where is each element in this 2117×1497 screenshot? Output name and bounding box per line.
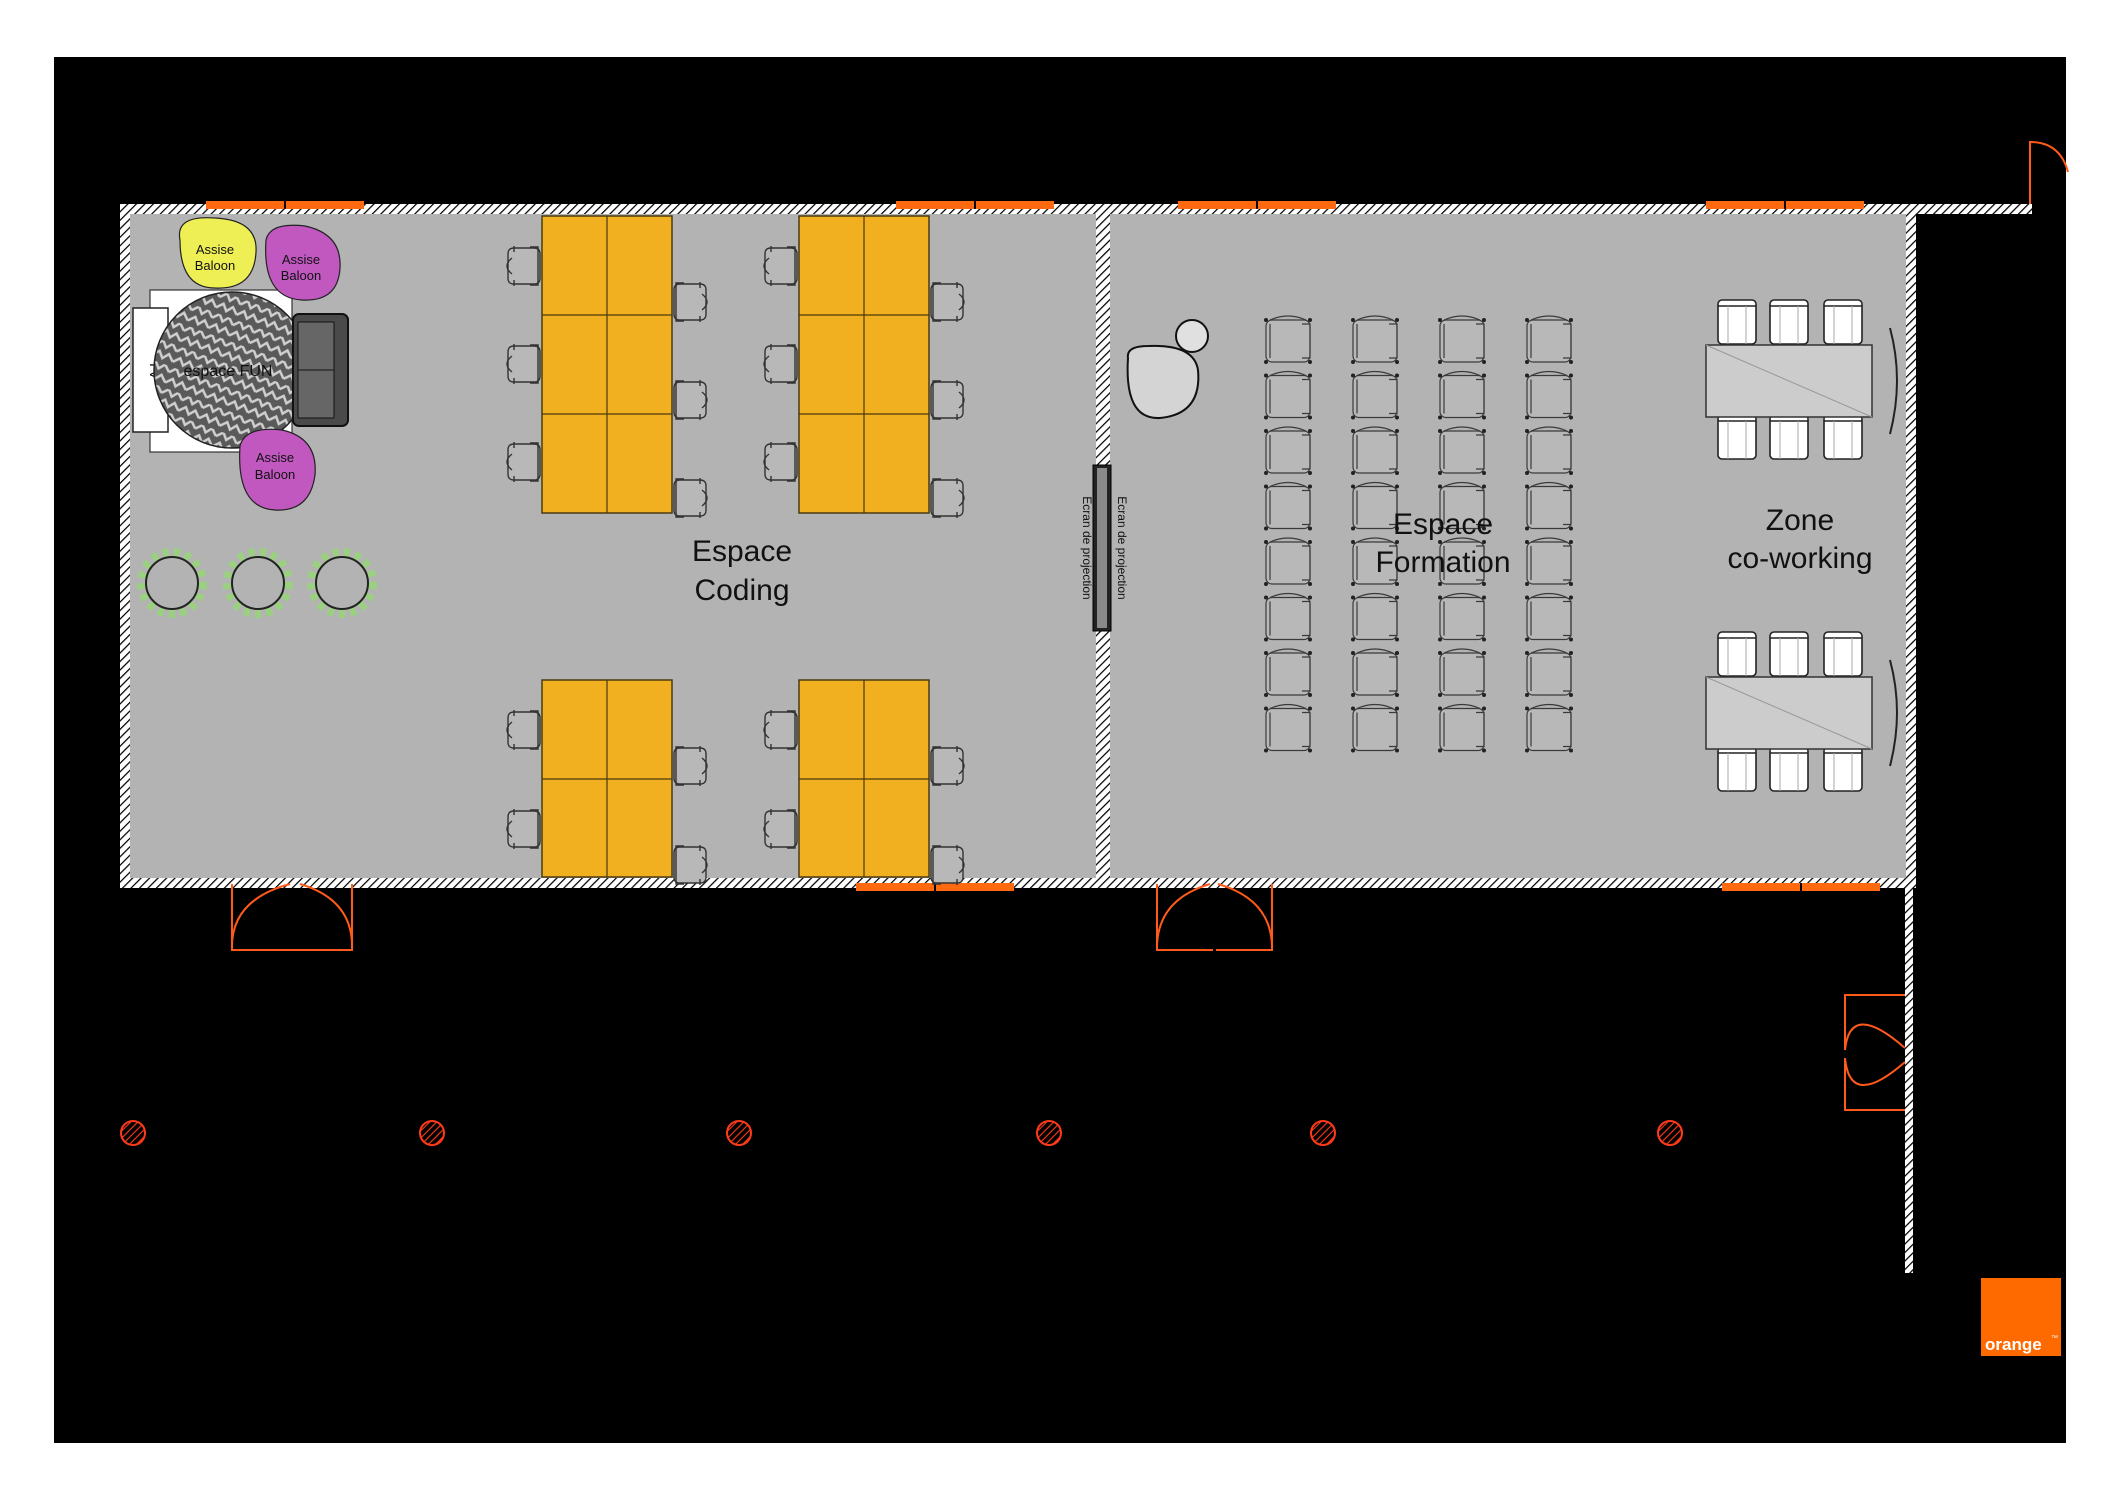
svg-text:Zone: Zone (1766, 504, 1834, 537)
svg-text:Assise: Assise (196, 242, 234, 257)
svg-text:Baloon: Baloon (255, 467, 295, 482)
screen-label-left: Ecran de projection (1080, 496, 1094, 599)
svg-text:Assise: Assise (256, 450, 294, 465)
training-chair (1350, 648, 1400, 698)
training-chair (1524, 592, 1574, 643)
training-chair (1263, 370, 1313, 421)
svg-text:Coding: Coding (694, 574, 789, 607)
training-chair (1263, 481, 1313, 532)
side-tables (1126, 319, 1209, 420)
training-chair (1524, 315, 1574, 365)
seat-baloon-purple-top: Assise Baloon (265, 224, 341, 301)
desk-block-top-left (541, 215, 673, 514)
screen-label-right: Ecran de projection (1115, 496, 1129, 599)
training-chair (1524, 648, 1574, 698)
training-chair (1437, 315, 1487, 365)
svg-text:co-working: co-working (1727, 542, 1872, 575)
training-chair (1524, 703, 1574, 754)
training-chair (1263, 315, 1313, 365)
svg-text:Assise: Assise (282, 252, 320, 267)
seat-baloon-purple-bottom: Assise Baloon (239, 428, 316, 511)
coworking-table-top (1705, 299, 1898, 460)
training-chair (1263, 648, 1313, 698)
training-chair (1263, 426, 1313, 476)
room-label-coding: Espace Coding (692, 535, 792, 607)
orange-logo: orange ™ (1981, 1278, 2061, 1356)
training-chair (1437, 648, 1487, 698)
training-chair (1437, 703, 1487, 754)
fun-area: TV espace FUN Assise Baloon Assise Baloo… (132, 217, 349, 511)
doors (230, 140, 2069, 1111)
training-chair (1263, 592, 1313, 643)
training-chair (1350, 426, 1400, 476)
coworking-table-bottom (1705, 631, 1898, 792)
training-chair (1524, 370, 1574, 421)
svg-text:Baloon: Baloon (195, 258, 235, 273)
svg-text:Baloon: Baloon (281, 268, 321, 283)
seat-baloon-yellow: Assise Baloon (178, 217, 257, 289)
room-label-coworking: Zone co-working (1727, 504, 1872, 575)
training-chair (1350, 481, 1400, 532)
desk-block-bottom-right (798, 679, 930, 878)
svg-text:Espace: Espace (1393, 508, 1493, 541)
training-chair (1350, 592, 1400, 643)
training-chair (1350, 315, 1400, 365)
logo-tm: ™ (2051, 1335, 2058, 1342)
training-chair (1437, 426, 1487, 476)
room-label-formation: Espace Formation (1375, 508, 1510, 579)
training-chair (1263, 537, 1313, 587)
fun-area-label: espace FUN (184, 363, 273, 380)
training-chair (1350, 370, 1400, 421)
training-chair (1350, 703, 1400, 754)
desk-block-top-right (798, 215, 930, 514)
training-chair (1524, 537, 1574, 587)
logo-text: orange (1985, 1335, 2042, 1354)
projection-screen: Ecran de projection Ecran de projection (1080, 464, 1129, 632)
training-chair (1437, 592, 1487, 643)
training-chair (1524, 481, 1574, 532)
training-chair (1524, 426, 1574, 476)
training-chair (1437, 370, 1487, 421)
svg-text:Formation: Formation (1375, 546, 1510, 579)
svg-text:Espace: Espace (692, 535, 792, 568)
desk-block-bottom-left (541, 679, 673, 878)
training-chair (1263, 703, 1313, 754)
